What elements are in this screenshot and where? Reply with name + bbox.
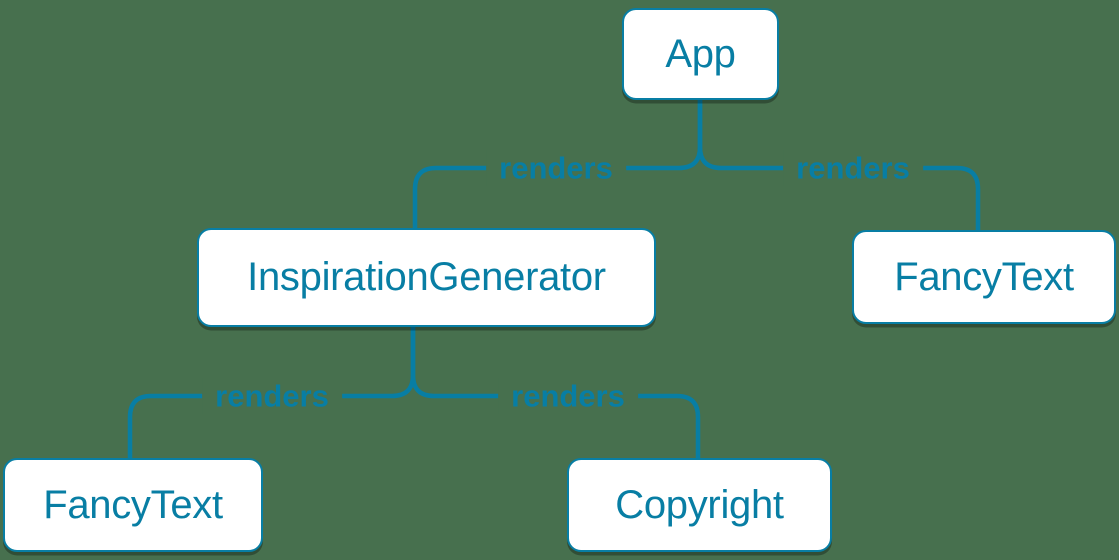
node-copyright: Copyright	[567, 458, 832, 552]
node-app: App	[622, 8, 779, 100]
node-fancy-text-right-label: FancyText	[894, 254, 1074, 299]
node-fancy-text-bottom-label: FancyText	[43, 482, 223, 527]
node-fancy-text-right: FancyText	[852, 230, 1116, 324]
edge-label-renders: renders	[202, 377, 342, 415]
node-inspiration-generator: InspirationGenerator	[197, 228, 656, 327]
edge-label-renders: renders	[486, 149, 626, 187]
node-fancy-text-bottom: FancyText	[3, 458, 263, 552]
node-inspiration-generator-label: InspirationGenerator	[247, 255, 606, 299]
edge-label-renders: renders	[783, 149, 923, 187]
node-copyright-label: Copyright	[615, 482, 784, 527]
node-app-label: App	[665, 31, 736, 76]
edge-label-renders: renders	[498, 377, 638, 415]
